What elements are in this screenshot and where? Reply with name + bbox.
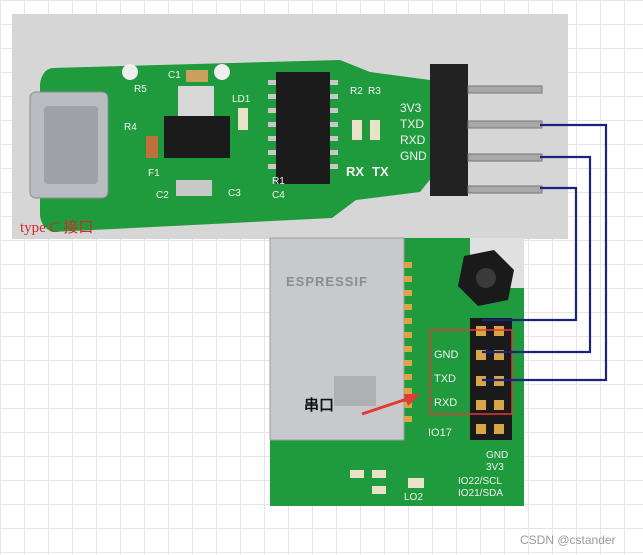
silk-io22: IO22/SCL <box>458 476 502 487</box>
regulator-tab <box>178 86 214 116</box>
fuse-f1 <box>146 136 158 158</box>
silk-r2: R2 <box>350 86 363 97</box>
silk-3v3: 3V3 <box>400 101 422 115</box>
led-tx <box>370 120 380 140</box>
mount-hole-2 <box>214 64 230 80</box>
silk-esp-txd: TXD <box>434 373 456 385</box>
voltage-regulator <box>164 116 230 158</box>
silk-esp-rxd: RXD <box>434 397 457 409</box>
silk-gnd: GND <box>400 149 427 163</box>
usb-uart-ic <box>276 72 330 184</box>
silk-r4: R4 <box>124 122 137 133</box>
silk-c1: C1 <box>168 70 181 81</box>
silk-io17: IO17 <box>428 427 452 439</box>
pin-header-block <box>430 64 468 196</box>
silk-c3: C3 <box>228 188 241 199</box>
silk-r5: R5 <box>134 84 147 95</box>
silk-tx: TX <box>372 164 389 179</box>
silk-c2: C2 <box>156 190 169 201</box>
photo-usb-ttl-adapter: R5 R4 C1 LD1 R2 R3 F1 C2 C3 C4 R1 RX TX … <box>12 14 568 239</box>
silk-bottom-gnd: GND <box>486 450 508 461</box>
silk-txd: TXD <box>400 117 424 131</box>
silk-bottom-3v3: 3V3 <box>486 462 504 473</box>
silk-rxd: RXD <box>400 133 426 147</box>
capacitor-c1 <box>186 70 208 82</box>
silk-f1: F1 <box>148 168 160 179</box>
standoff-hole <box>476 268 496 288</box>
module-brand: ESPRESSIF <box>286 274 368 289</box>
pin-txd <box>468 121 542 128</box>
pin-gnd <box>468 186 542 193</box>
usb-c-shell-inner <box>44 106 98 184</box>
silk-rx: RX <box>346 164 364 179</box>
module-qr-code <box>334 376 376 406</box>
silk-r1: R1 <box>272 176 285 187</box>
silk-ld1: LD1 <box>232 94 251 105</box>
serial-port-caption: 串口 <box>304 394 334 415</box>
mount-hole-1 <box>122 64 138 80</box>
photo-esp32-board: ESPRESSIF GND TXD RXD IO17 GND 3V3 IO22/… <box>270 238 524 506</box>
led-rx <box>352 120 362 140</box>
capacitor-c2 <box>176 180 212 196</box>
silk-c4: C4 <box>272 190 285 201</box>
silk-io21: IO21/SDA <box>458 488 503 499</box>
pin-rxd <box>468 154 542 161</box>
silk-r3: R3 <box>368 86 381 97</box>
esp32-module-shield <box>270 238 404 440</box>
pin-3v3 <box>468 86 542 93</box>
silk-esp-gnd: GND <box>434 349 459 361</box>
typec-caption: type C 接口 <box>20 216 93 237</box>
csdn-watermark: CSDN @cstander <box>520 533 616 547</box>
silk-lo2: LO2 <box>404 492 423 503</box>
led-ld1 <box>238 108 248 130</box>
